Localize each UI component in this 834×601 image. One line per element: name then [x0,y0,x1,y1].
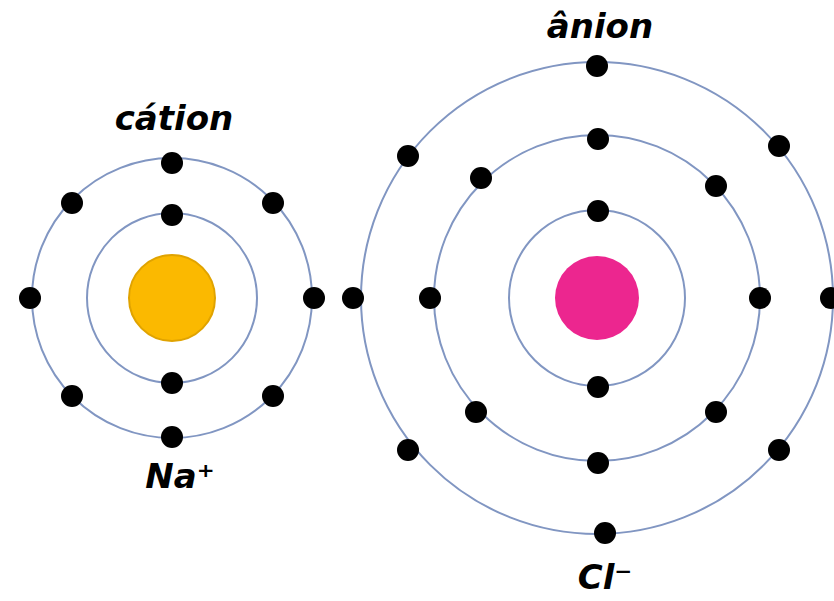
orbit [434,135,760,461]
orbit [32,158,312,438]
ion-type-label: cátion [115,101,234,135]
electron [586,55,608,77]
orbit [361,62,833,534]
orbit [87,213,257,383]
electron [470,167,492,189]
electron [749,287,771,309]
electron [161,426,183,448]
ion-symbol: Cl⁻ [578,560,633,594]
electron [768,135,790,157]
electron [397,145,419,167]
electron [19,287,41,309]
sodium-nucleus [129,255,215,341]
electron [587,376,609,398]
electron [161,372,183,394]
electron [303,287,325,309]
electron [397,439,419,461]
electron [61,192,83,214]
electron [587,200,609,222]
electron [342,287,364,309]
electron [768,439,790,461]
chlorine-nucleus [555,256,639,340]
electron [820,287,834,309]
electron [161,204,183,226]
ion-symbol: Na⁺ [145,459,214,493]
electron [705,401,727,423]
electron [587,452,609,474]
electron [262,192,284,214]
electron [705,175,727,197]
electron [465,401,487,423]
electron [587,128,609,150]
orbit [509,210,685,386]
electron [61,385,83,407]
electron [594,522,616,544]
ion-type-label: ânion [547,9,653,43]
electron [419,287,441,309]
electron [161,152,183,174]
electron [262,385,284,407]
